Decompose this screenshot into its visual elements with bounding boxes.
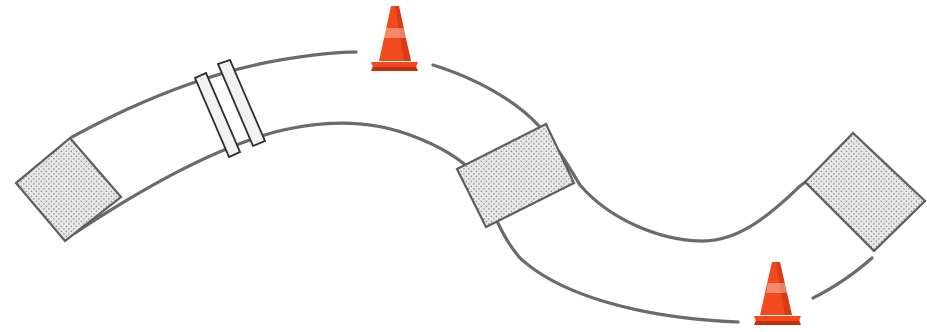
- pad-center: [455, 122, 576, 229]
- bar-left: [193, 71, 242, 159]
- cone-top: [371, 6, 418, 71]
- road-top-edge-right: [431, 63, 842, 243]
- pad-right: [803, 131, 927, 253]
- bar-right: [216, 58, 267, 148]
- road-bottom-edge-left: [73, 121, 740, 324]
- pad-left: [14, 136, 123, 243]
- cone-bottom: [754, 262, 801, 325]
- road-top-edge-left: [70, 50, 358, 139]
- road-bottom-edge-right: [811, 256, 874, 300]
